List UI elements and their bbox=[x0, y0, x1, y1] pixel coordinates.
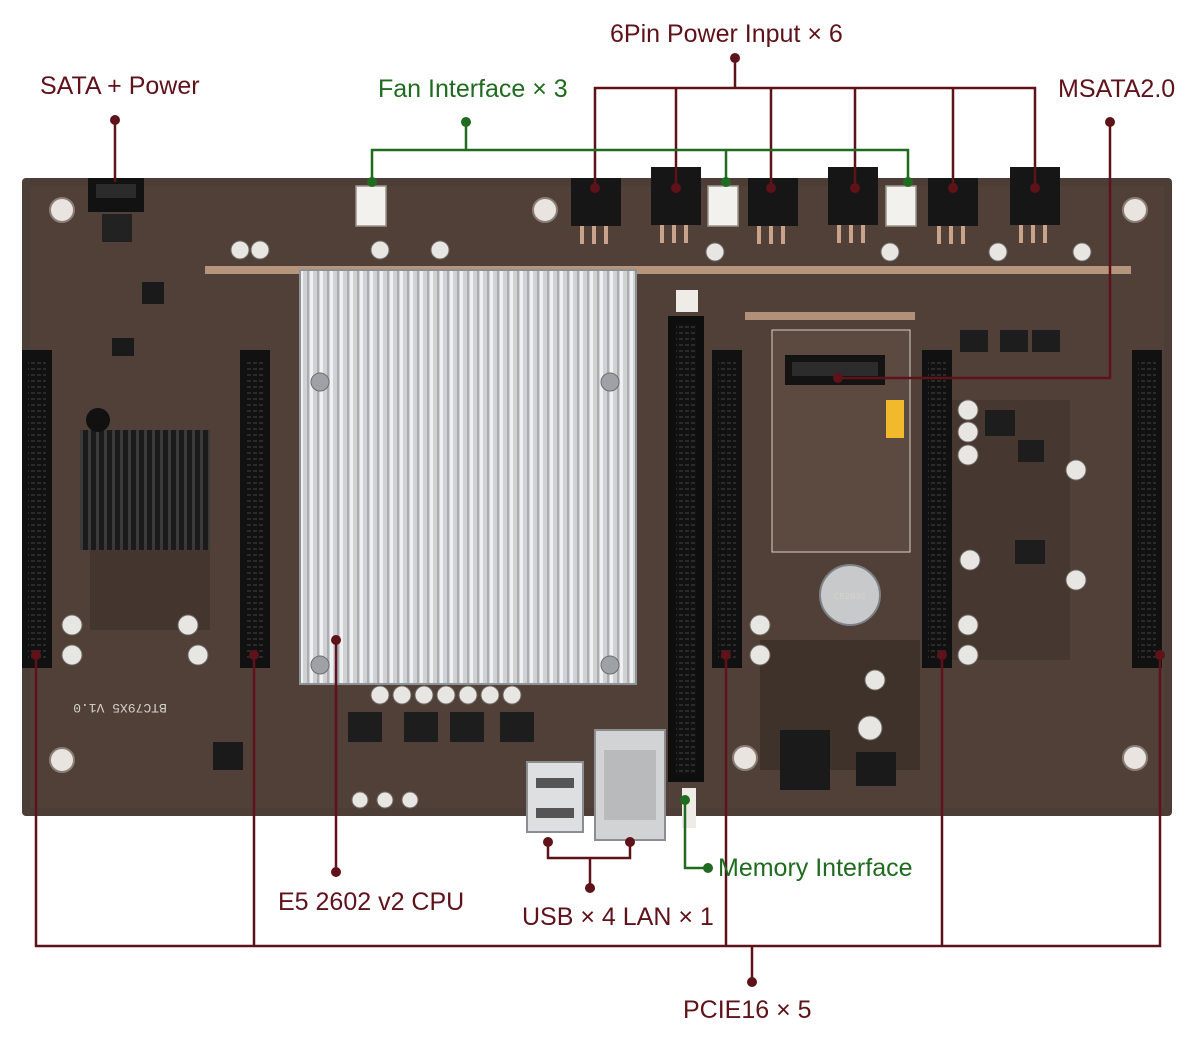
callout-lines-power-input bbox=[593, 58, 1037, 188]
sata-power-connector bbox=[88, 178, 144, 242]
callout-line-usb-lan bbox=[543, 837, 635, 893]
callout-lines-fan bbox=[370, 122, 910, 182]
msata-label: MSATA2.0 bbox=[1058, 75, 1176, 103]
vrm-chokes bbox=[348, 330, 1060, 742]
cpu-label: E5 2602 v2 CPU bbox=[278, 888, 465, 916]
pcie-label: PCIE16 × 5 bbox=[683, 996, 812, 1024]
memory-slot bbox=[668, 290, 704, 828]
memory-interface-label: Memory Interface bbox=[718, 854, 913, 882]
power-input-dots bbox=[590, 53, 1040, 193]
usb-ports bbox=[526, 761, 584, 833]
pcie-slot-4 bbox=[922, 350, 952, 668]
callout-line-memory bbox=[680, 795, 713, 873]
power-input-label: 6Pin Power Input × 6 bbox=[610, 20, 843, 48]
usb-lan-label: USB × 4 LAN × 1 bbox=[522, 903, 714, 931]
callout-line-sata bbox=[110, 115, 120, 182]
pcie-slot-2 bbox=[240, 350, 270, 668]
cpu-heatsink bbox=[299, 269, 637, 685]
sata-power-label: SATA + Power bbox=[40, 72, 200, 100]
callout-line-msata bbox=[833, 117, 1115, 383]
pcie-slot-1 bbox=[22, 350, 52, 668]
pcie-slot-3 bbox=[712, 350, 742, 668]
fan-interface-label: Fan Interface × 3 bbox=[378, 75, 568, 103]
chipset-heatsink bbox=[80, 408, 210, 550]
mounting-holes bbox=[49, 197, 1148, 773]
capacitors bbox=[61, 240, 1092, 809]
callout-lines-pcie bbox=[34, 660, 1162, 982]
ics bbox=[112, 282, 896, 790]
board-model-silk: BTC79X5 V1.0 bbox=[73, 700, 167, 715]
msata-slot bbox=[771, 329, 911, 553]
pcie-dots bbox=[31, 650, 1165, 987]
fan-connectors bbox=[355, 185, 917, 227]
pcie-slot-5 bbox=[1132, 350, 1162, 668]
cmos-battery: CR2032 bbox=[819, 564, 881, 626]
fan-dots bbox=[367, 117, 913, 187]
callout-line-cpu bbox=[331, 635, 341, 877]
battery-silk: CR2032 bbox=[834, 592, 866, 602]
lan-port bbox=[594, 729, 666, 841]
